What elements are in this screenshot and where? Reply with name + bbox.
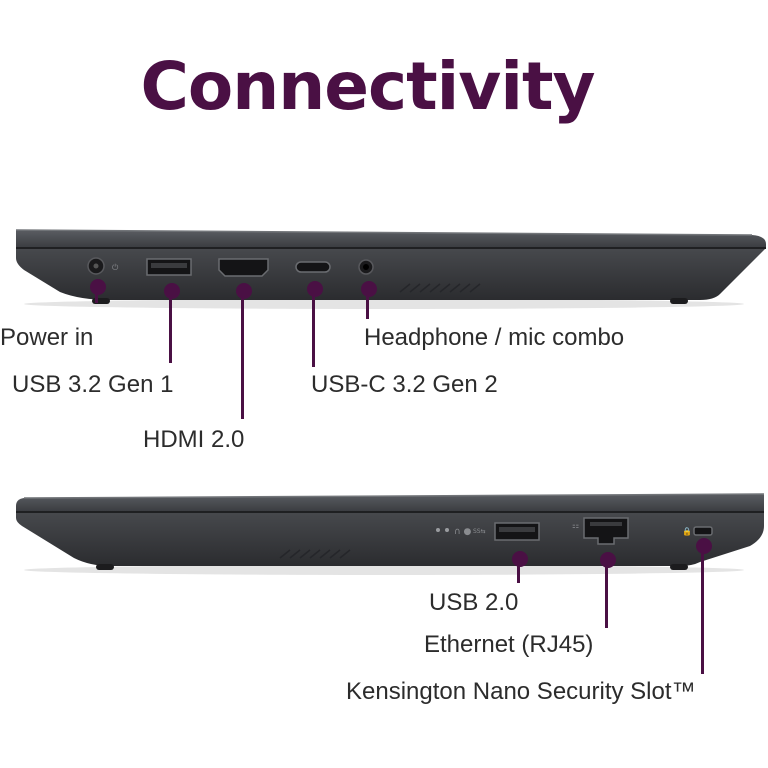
ethernet-port-icon [583,517,629,545]
hdmi-leader-line [241,291,244,419]
audio-jack-icon [358,259,374,275]
svg-text:⏻: ⏻ [112,263,119,272]
power-leader-line [95,287,98,303]
usb-a-port-icon [146,258,192,276]
usb32-leader-line [169,291,172,363]
hdmi-label: HDMI 2.0 [143,426,245,453]
audio-label: Headphone / mic combo [364,324,625,351]
usbc-label: USB-C 3.2 Gen 2 [311,371,498,398]
usb-c-port-icon [295,261,331,273]
usb20-leader-line [517,559,520,583]
svg-text:⚏: ⚏ [572,521,579,530]
usb20-label: USB 2.0 [429,589,519,616]
power-label: Power in [0,324,94,351]
kensington-label: Kensington Nano Security Slot™ [346,678,696,705]
ethernet-label: Ethernet (RJ45) [424,631,594,658]
laptop-left-side-view: ⏻ [0,222,768,312]
svg-text:SS⇆: SS⇆ [473,528,486,535]
ethernet-leader-line [605,560,608,628]
power-port-icon [87,257,105,275]
hdmi-port-icon [218,258,269,277]
usbc-leader-line [312,289,315,367]
kensington-slot-icon [693,526,713,536]
svg-text:∩ ●: ∩ ● [454,527,471,537]
audio-leader-line [366,289,369,319]
kensington-leader-line [701,546,704,674]
laptop-right-illustration: ∩ ● SS⇆ ⚏ 🔒 [16,493,765,575]
laptop-right-side-view: ∩ ● SS⇆ ⚏ 🔒 [0,486,768,576]
page-title: Connectivity [140,48,595,125]
laptop-left-illustration: ⏻ [15,229,766,309]
usb32-label: USB 3.2 Gen 1 [12,371,174,398]
usb-a-port-icon [494,522,540,541]
svg-text:🔒: 🔒 [682,527,692,536]
